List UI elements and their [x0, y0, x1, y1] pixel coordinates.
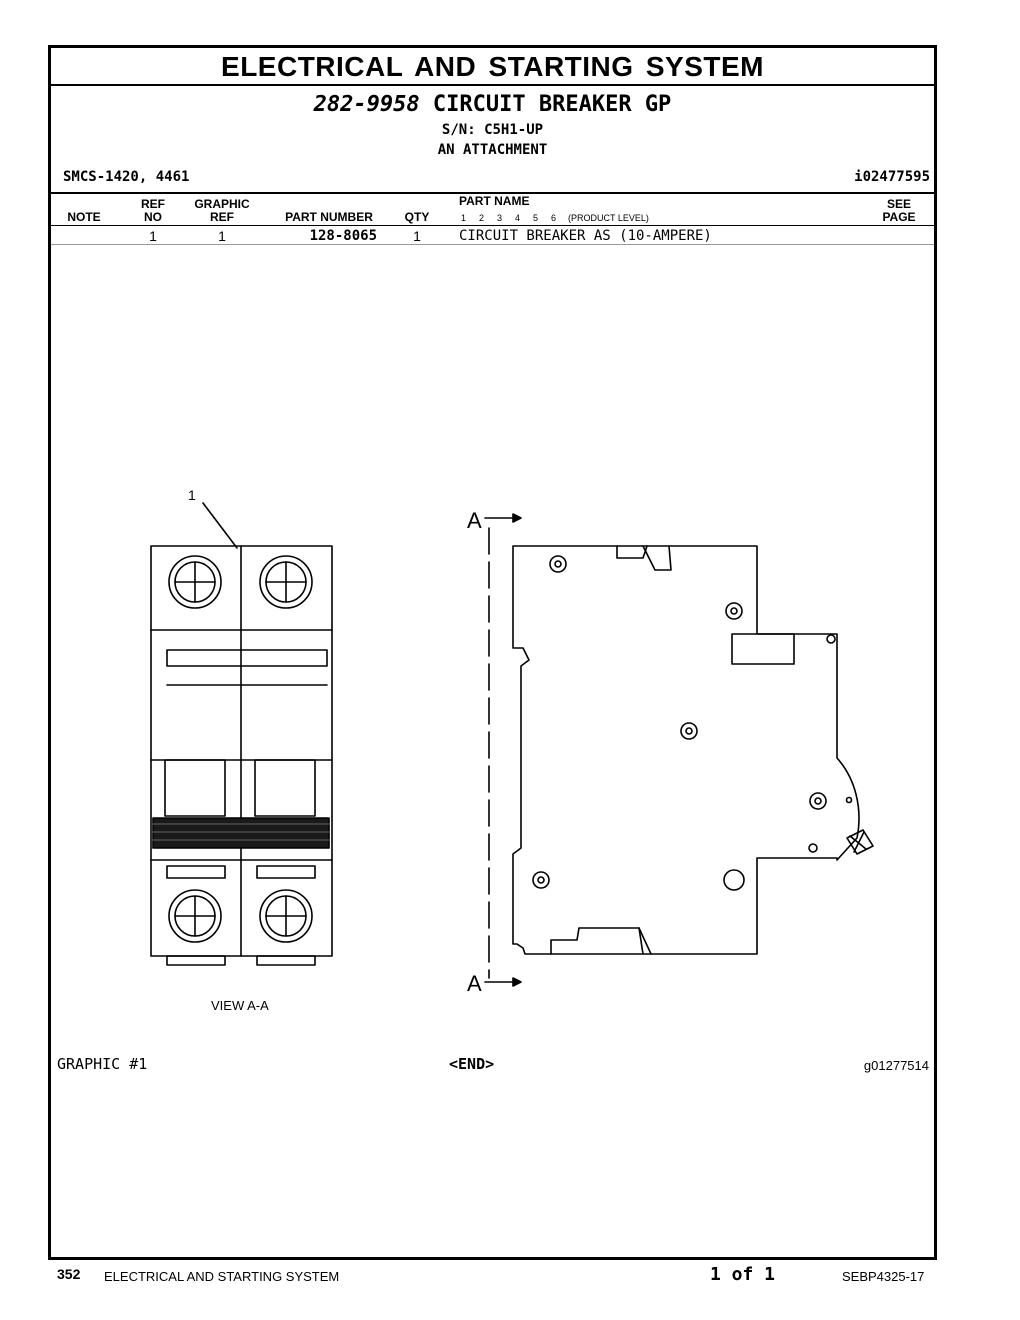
toggle-bar: [152, 817, 330, 849]
col-see-bottom: PAGE: [882, 210, 916, 224]
row-graphic-ref: 1: [218, 228, 226, 244]
row-ref-no: 1: [149, 228, 157, 244]
breaker-side-view: [512, 545, 874, 955]
end-marker: <END>: [449, 1055, 495, 1073]
graphic-label: GRAPHIC #1: [57, 1055, 148, 1073]
table-header-rule: [51, 225, 934, 226]
row-rule: [51, 244, 934, 245]
level-6: 6: [551, 213, 557, 223]
breaker-front-view: [150, 545, 333, 966]
footer-page-of: 1 of 1: [710, 1264, 776, 1285]
view-label: VIEW A-A: [211, 998, 269, 1013]
arrangement: AN ATTACHMENT: [437, 142, 548, 158]
section-marker-top: A: [467, 508, 482, 533]
footer-section: ELECTRICAL AND STARTING SYSTEM: [104, 1269, 340, 1284]
row-qty: 1: [413, 228, 421, 244]
level-4: 4: [515, 213, 521, 223]
footer-page-number: 352: [57, 1266, 81, 1282]
section-title: ELECTRICAL AND STARTING SYSTEM: [221, 51, 764, 82]
group-name: CIRCUIT BREAKER GP: [432, 92, 672, 117]
row-part-number: 128-8065: [309, 228, 377, 244]
footer-doc-code: SEBP4325-17: [842, 1269, 925, 1284]
level-1: 1: [461, 213, 467, 223]
col-note: NOTE: [67, 210, 101, 224]
col-part-number: PART NUMBER: [285, 210, 373, 224]
screw-terminal-icon: [259, 555, 313, 609]
callout-number: 1: [188, 487, 196, 503]
level-2: 2: [479, 213, 485, 223]
screw-terminal-icon: [168, 555, 222, 609]
screw-terminal-icon: [259, 889, 313, 943]
section-title-bar: ELECTRICAL AND STARTING SYSTEM: [51, 48, 934, 86]
section-marker-bottom: A: [467, 971, 482, 996]
group-title: 282-9958 CIRCUIT BREAKER GP: [51, 92, 934, 117]
table-top-rule: [51, 192, 934, 194]
product-level-label: (PRODUCT LEVEL): [568, 213, 649, 223]
col-ref-bottom: NO: [144, 210, 162, 224]
col-graphic-bottom: REF: [210, 210, 234, 224]
row-part-name: CIRCUIT BREAKER AS (10-AMPERE): [459, 228, 712, 244]
document-ident: i02477595: [854, 169, 930, 185]
group-number: 282-9958: [313, 92, 420, 117]
section-line: A A: [467, 508, 522, 996]
smcs-code: SMCS-1420, 4461: [63, 169, 190, 185]
page-frame: ELECTRICAL AND STARTING SYSTEM 282-9958 …: [48, 45, 937, 1260]
circuit-breaker-illustration: 1: [150, 487, 874, 1013]
col-qty: QTY: [404, 210, 430, 224]
col-part-name: PART NAME: [459, 194, 530, 208]
col-see-top: SEE: [886, 197, 911, 211]
col-ref-top: REF: [141, 197, 165, 211]
serial-number: S/N: C5H1-UP: [441, 122, 544, 138]
graphic-code: g01277514: [863, 1058, 929, 1073]
col-graphic-top: GRAPHIC: [194, 197, 250, 211]
screw-terminal-icon: [168, 889, 222, 943]
callout-leader: [202, 502, 238, 549]
level-3: 3: [497, 213, 503, 223]
level-5: 5: [533, 213, 539, 223]
